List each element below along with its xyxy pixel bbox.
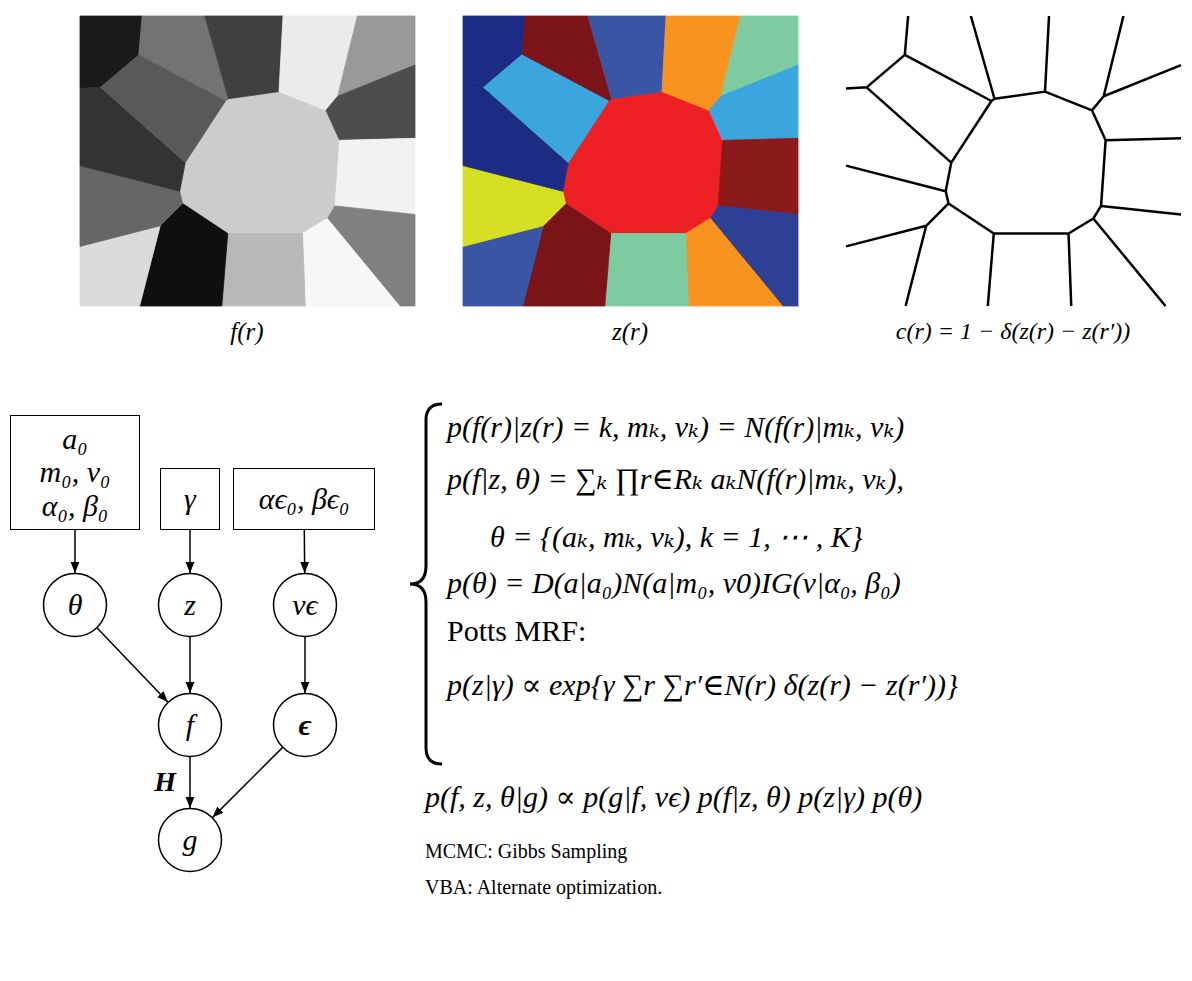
grain-region xyxy=(205,16,283,99)
node-text: αϵ₀, βϵ₀ xyxy=(259,482,350,516)
image-caption: z(r) xyxy=(612,318,648,347)
node-text: θ xyxy=(68,588,83,622)
grain-region xyxy=(101,55,226,163)
operator-label: H xyxy=(152,767,178,798)
dependency-arrow xyxy=(213,748,283,818)
node-text: a₀ xyxy=(62,422,87,456)
dependency-arrow xyxy=(189,757,191,808)
grain-region xyxy=(326,65,415,140)
dependency-arrow xyxy=(304,530,306,573)
dependency-arrow xyxy=(189,530,191,573)
variable-node: ϵ xyxy=(272,692,338,758)
variable-node: vϵ xyxy=(272,572,338,638)
equation: θ = {(aₖ, mₖ, vₖ), k = 1, ⋯ , K} xyxy=(490,520,863,555)
contour-image xyxy=(846,16,1181,306)
equation: p(f(r)|z(r) = k, mₖ, vₖ) = N(f(r)|mₖ, vₖ… xyxy=(447,410,904,445)
node-text: f xyxy=(186,708,194,742)
equation: p(z|γ) ∝ exp{γ ∑r ∑r′∈N(r) δ(z(r) − z(r′… xyxy=(447,668,958,703)
variable-node: θ xyxy=(42,572,108,638)
label-region xyxy=(484,55,609,163)
equation: p(f, z, θ|g) ∝ p(g|f, vϵ) p(f|z, θ) p(z|… xyxy=(425,780,922,815)
variable-node: f xyxy=(157,692,223,758)
contour-lines xyxy=(846,16,1181,306)
label-region xyxy=(686,218,783,306)
dependency-arrow xyxy=(304,637,306,693)
contour-ground xyxy=(846,16,1181,306)
node-text: γ xyxy=(184,482,196,516)
equation: p(θ) = D(a|a₀)N(a|m₀, v0)IG(v|α₀, β₀) xyxy=(447,566,901,601)
label-region xyxy=(605,234,688,307)
grain-region xyxy=(303,218,400,306)
dependency-arrow xyxy=(97,628,168,702)
node-text: z xyxy=(184,588,196,622)
label-region xyxy=(709,65,798,140)
node-text: α₀, β₀ xyxy=(42,489,109,523)
method-note: VBA: Alternate optimization. xyxy=(425,876,662,899)
variable-node: z xyxy=(157,572,223,638)
hyperparameter-box: a₀m₀, v₀α₀, β₀ xyxy=(10,415,140,530)
image-caption: c(r) = 1 − δ(z(r) − z(r′)) xyxy=(896,318,1130,346)
section-heading: Potts MRF: xyxy=(447,614,586,649)
dependency-arrow xyxy=(74,530,76,574)
grain-region xyxy=(222,234,305,307)
label-region xyxy=(718,138,798,214)
curly-brace xyxy=(410,404,442,764)
grain-region xyxy=(335,138,415,214)
dependency-arrow xyxy=(189,637,191,693)
label-map-image xyxy=(463,16,798,306)
node-text: vϵ xyxy=(292,588,317,622)
image-caption: f(r) xyxy=(230,318,263,347)
node-text: ϵ xyxy=(299,708,312,742)
method-note: MCMC: Gibbs Sampling xyxy=(425,840,627,863)
hyperparameter-box: γ xyxy=(160,468,220,530)
label-region xyxy=(588,16,666,99)
equation: p(f|z, θ) = ∑ₖ ∏r∈Rₖ aₖN(f(r)|mₖ, vₖ), xyxy=(447,462,904,497)
node-text: g xyxy=(183,823,198,857)
variable-node: g xyxy=(157,807,223,873)
hyperparameter-box: αϵ₀, βϵ₀ xyxy=(233,468,375,530)
node-text: m₀, v₀ xyxy=(40,455,111,489)
grayscale-image xyxy=(80,16,415,306)
